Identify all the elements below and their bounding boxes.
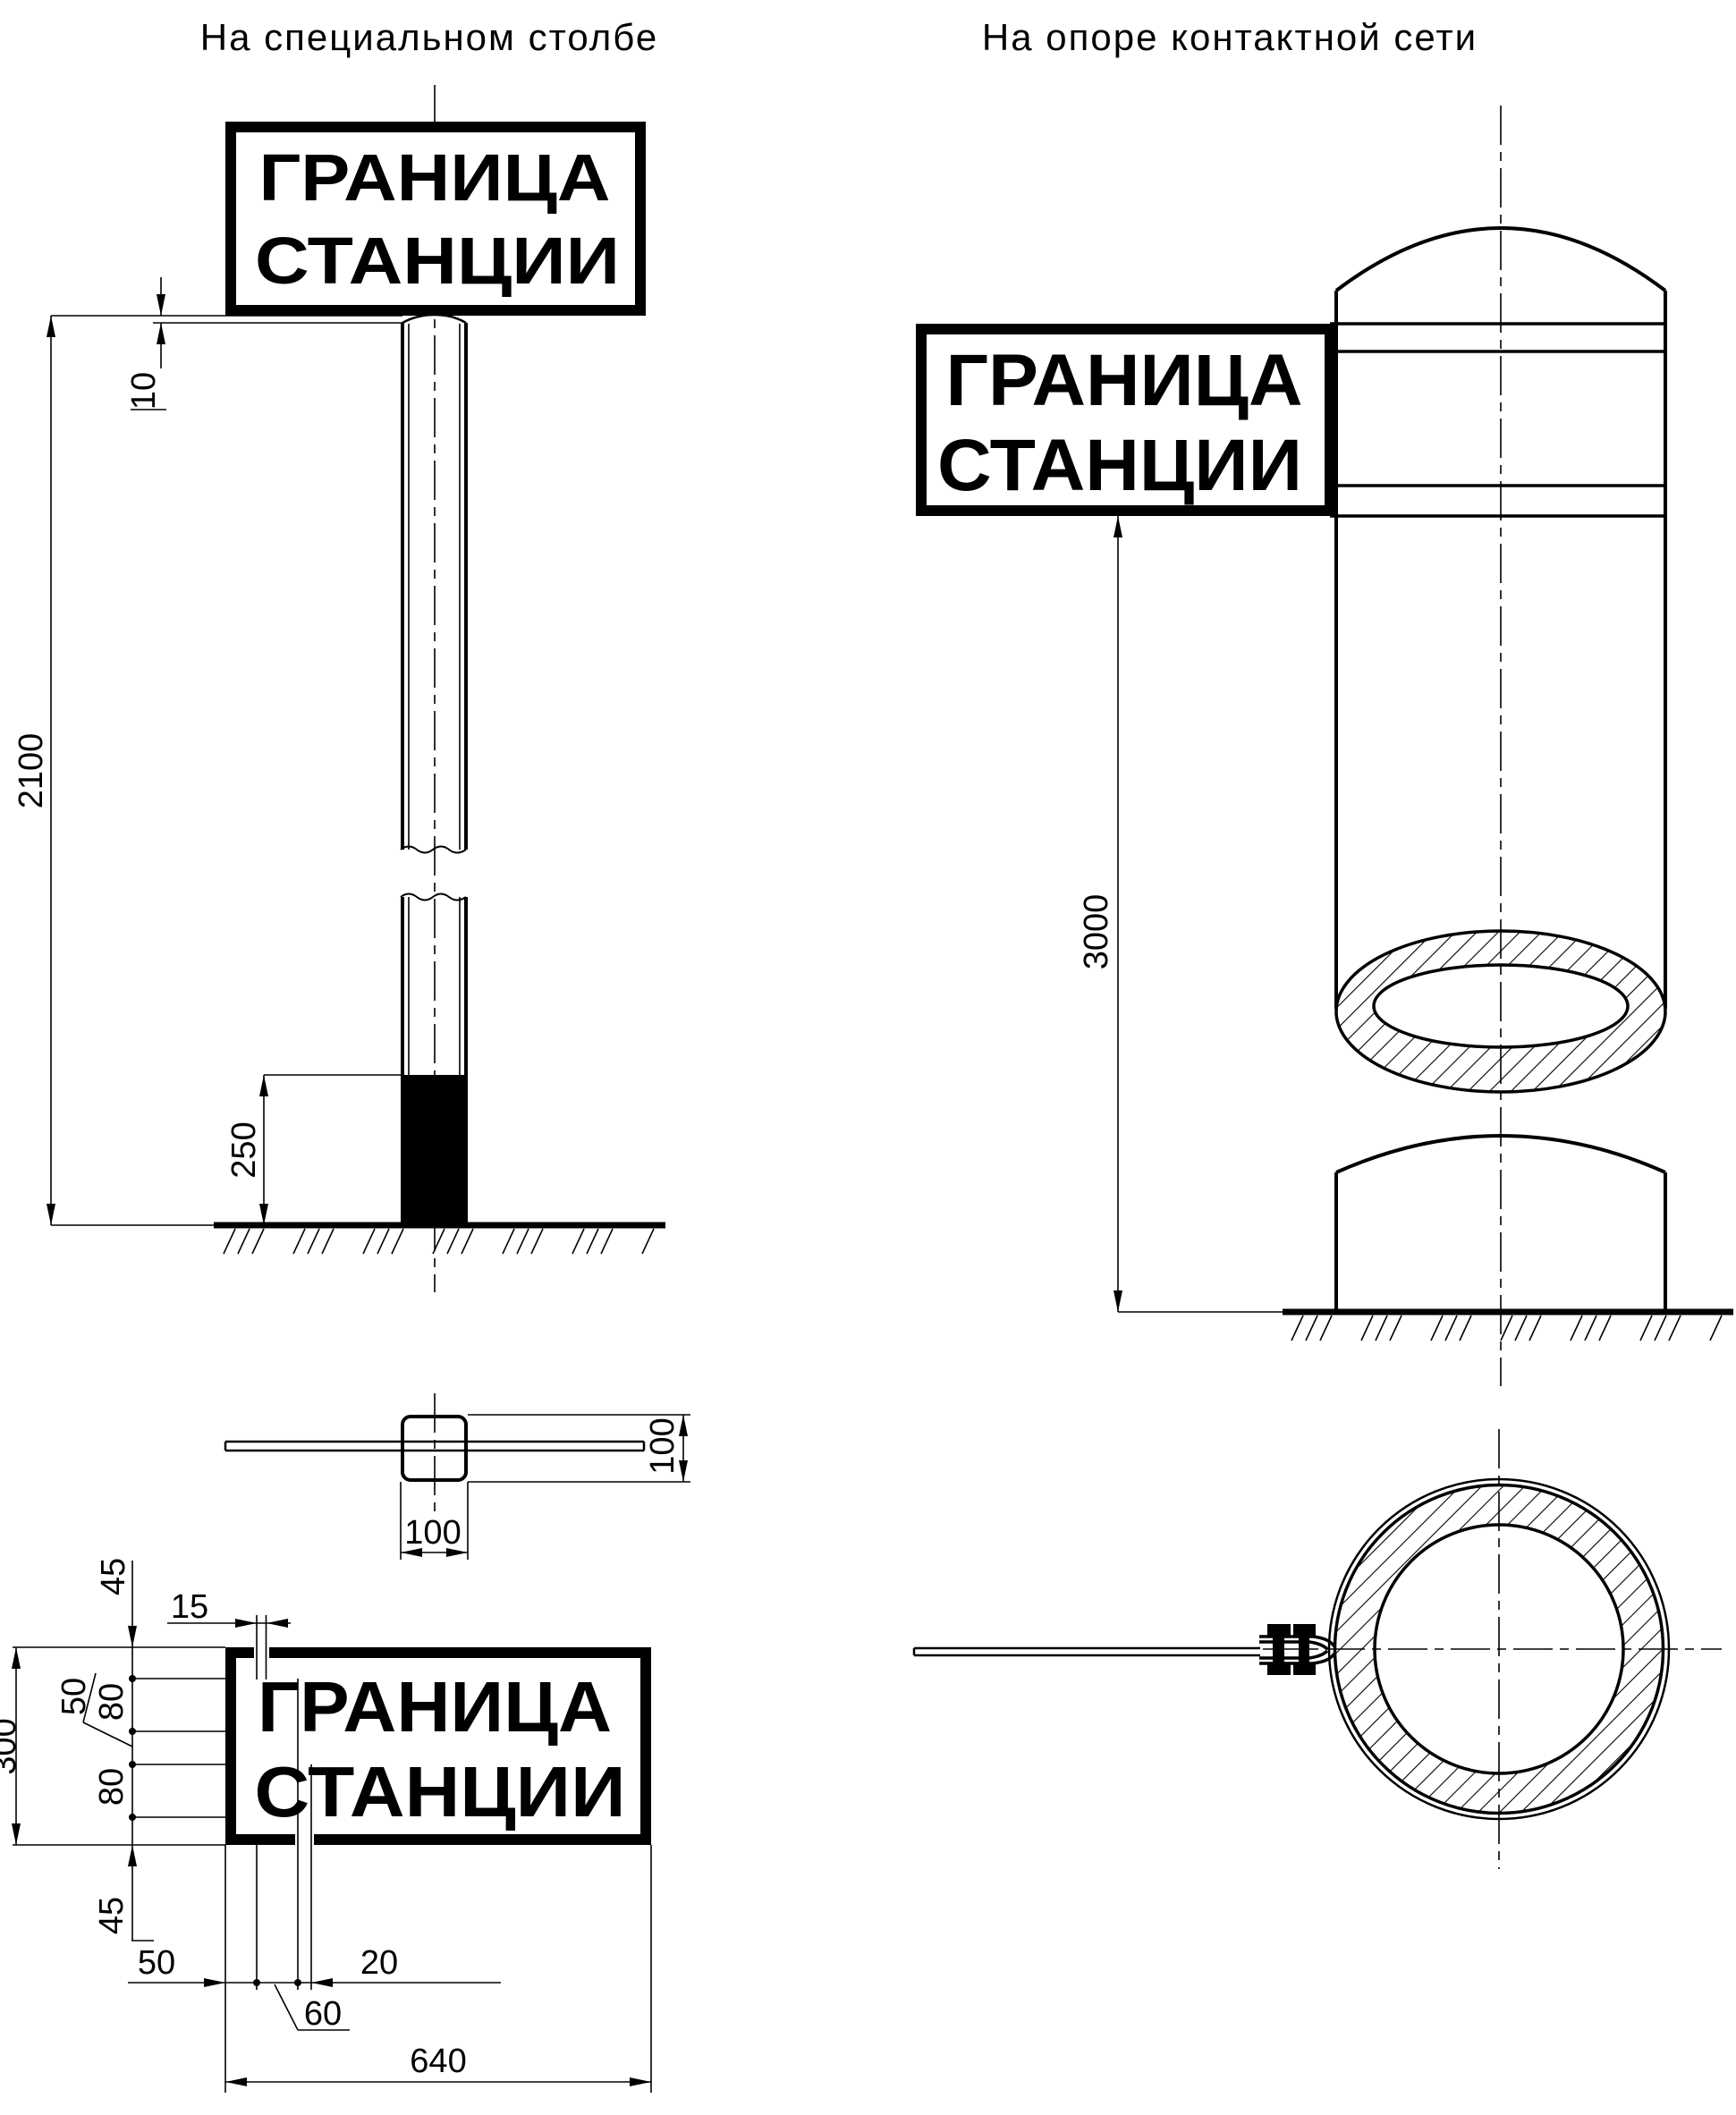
break-line-upper — [400, 845, 467, 854]
ground-hatch-left — [223, 1228, 655, 1255]
dim-strip-15: 15 — [167, 1588, 291, 1628]
svg-text:300: 300 — [0, 1718, 23, 1774]
clamp-band-circle — [1327, 1477, 1671, 1821]
svg-text:100: 100 — [404, 1514, 461, 1552]
sign-text-line1: ГРАНИЦА — [946, 340, 1303, 421]
station-boundary-sign — [916, 324, 1335, 516]
post-section — [401, 1415, 468, 1482]
dim-plan-100-width: 100 — [400, 1482, 469, 1560]
svg-text:100: 100 — [644, 1417, 682, 1474]
title-right: На опоре контактной сети — [982, 16, 1478, 58]
view-special-post: ГРАНИЦА СТАНЦИИ 10 2100 250 — [13, 85, 665, 1292]
svg-text:250: 250 — [225, 1121, 263, 1178]
dim-plan-100-depth: 100 — [468, 1414, 690, 1483]
board-plan — [224, 1440, 646, 1452]
dim-column-left: 45 50 80 80 45 — [55, 1558, 154, 1942]
dim-support-height-3000: 3000 — [1078, 516, 1122, 1312]
post-embedded-part — [401, 1075, 468, 1222]
sign-text-line2: СТАНЦИИ — [937, 425, 1302, 506]
sign-text-line1: ГРАНИЦА — [259, 140, 611, 215]
view-plan-post: 100 100 — [224, 1393, 690, 1560]
dim-margin-bottom: 45 — [93, 1897, 131, 1934]
support-dome-top — [1334, 226, 1667, 292]
dim-chain-bottom: 50 20 60 — [128, 1944, 501, 2033]
svg-text:640: 640 — [410, 2043, 466, 2080]
title-left: На специальном столбе — [200, 16, 658, 58]
dim-strip2: 20 — [360, 1944, 398, 1982]
support-dome-mid — [1335, 1134, 1666, 1174]
view-sign-detail: ГРАНИЦА СТАНЦИИ 45 50 80 80 45 300 — [0, 1558, 652, 2093]
break-line-lower — [400, 893, 467, 901]
svg-text:10: 10 — [125, 372, 163, 410]
ground-hatch-right — [1291, 1315, 1723, 1341]
view-catenary-support: ГРАНИЦА СТАНЦИИ 3000 — [916, 106, 1733, 1386]
pipe-bore-circle — [1373, 1523, 1625, 1775]
dim-edge-offset: 50 — [138, 1944, 175, 1982]
dim-row2-height: 80 — [93, 1768, 131, 1806]
board-plan — [912, 1646, 1260, 1657]
dim-row-height: 80 — [93, 1683, 131, 1721]
dim-board-width-640: 640 — [224, 1845, 652, 2093]
clamp-bolts — [1267, 1624, 1316, 1675]
station-boundary-sign — [225, 122, 646, 316]
dim-board-height-300: 300 — [0, 1647, 23, 1845]
dim-post-height-2100: 2100 — [13, 316, 55, 1225]
pipe-section-hatch — [1336, 931, 1665, 1092]
dim-row-gap: 50 — [55, 1678, 93, 1715]
svg-text:2100: 2100 — [13, 733, 50, 809]
view-plan-support — [912, 1429, 1722, 1869]
svg-text:15: 15 — [171, 1588, 208, 1626]
dim-margin-top: 45 — [95, 1558, 132, 1595]
station-boundary-sign — [225, 1647, 651, 1845]
svg-text:3000: 3000 — [1078, 894, 1115, 970]
sign-text-line2: СТАНЦИИ — [255, 224, 620, 298]
sign-text-line1: ГРАНИЦА — [258, 1667, 612, 1747]
dim-embed-250: 250 — [225, 1074, 401, 1225]
dim-strip-gap: 60 — [304, 1995, 342, 2033]
clamp-straps — [1259, 1635, 1336, 1665]
sign-text-line2: СТАНЦИИ — [255, 1752, 626, 1832]
mounting-strips — [256, 1615, 312, 1990]
sign-mounting-bands — [1330, 322, 1665, 518]
dim-gap-10: 10 — [51, 277, 402, 410]
